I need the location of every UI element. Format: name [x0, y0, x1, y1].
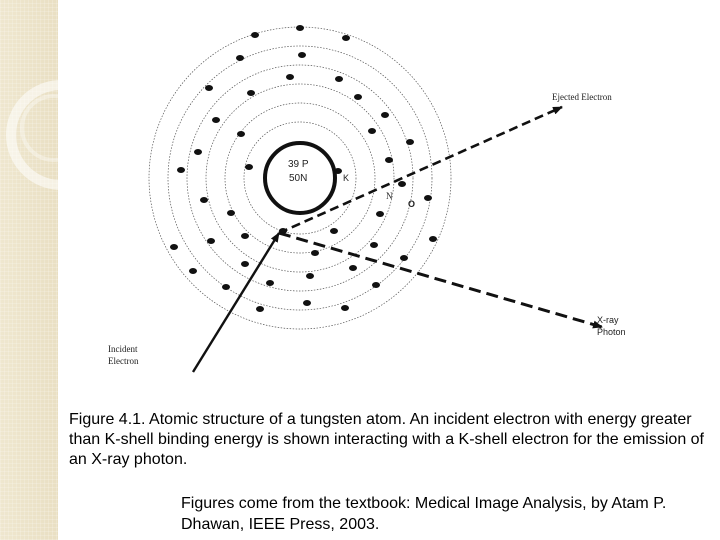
electron-shells: [148, 26, 452, 330]
electron: [286, 74, 294, 80]
shell-label-n: N: [386, 191, 393, 201]
electron: [237, 131, 245, 137]
electron: [256, 306, 264, 312]
electron: [222, 284, 230, 290]
nucleus-protons: 39 P: [288, 159, 309, 170]
xray-photon-arrow: [278, 231, 603, 329]
electron: [385, 157, 393, 163]
electron: [241, 233, 249, 239]
electron: [341, 305, 349, 311]
electron: [368, 128, 376, 134]
electron: [311, 250, 319, 256]
electron: [303, 300, 311, 306]
electron: [400, 255, 408, 261]
figure-caption: Figure 4.1. Atomic structure of a tungst…: [69, 411, 704, 468]
electron: [372, 282, 380, 288]
decorative-side-strip: [0, 0, 58, 540]
electron: [227, 210, 235, 216]
shell-label-k: K: [343, 173, 349, 183]
electron: [330, 228, 338, 234]
atom-diagram: 39 P 50N: [108, 25, 626, 373]
electron: [354, 94, 362, 100]
electron: [207, 238, 215, 244]
electron: [398, 181, 406, 187]
electron: [349, 265, 357, 271]
electron: [335, 76, 343, 82]
electron: [334, 168, 342, 174]
nucleus: [263, 141, 337, 215]
electron: [251, 32, 259, 38]
incident-electron-arrow: [191, 232, 281, 373]
electron: [189, 268, 197, 274]
electron: [424, 195, 432, 201]
shell-3: [205, 83, 395, 273]
incident-label-line1: Incident: [108, 344, 138, 354]
electron: [200, 197, 208, 203]
electron: [296, 25, 304, 31]
shell-5: [167, 45, 433, 311]
electron: [205, 85, 213, 91]
electron: [245, 164, 253, 170]
incident-label-line2: Electron: [108, 356, 139, 366]
electron: [370, 242, 378, 248]
electron: [212, 117, 220, 123]
shell-1: [243, 121, 357, 235]
electron: [429, 236, 437, 242]
electron: [170, 244, 178, 250]
electron: [298, 52, 306, 58]
nucleus-neutrons: 50N: [289, 173, 307, 184]
xray-label-line1: X-ray: [597, 315, 619, 325]
xray-label-line2: Photon: [597, 327, 626, 337]
ejected-electron-label: Ejected Electron: [552, 92, 612, 102]
ejected-electron-arrow: [278, 105, 563, 235]
source-citation: Figures come from the textbook: Medical …: [181, 495, 667, 533]
electron: [266, 280, 274, 286]
electron: [177, 167, 185, 173]
shell-2: [224, 102, 376, 254]
electron: [236, 55, 244, 61]
electron: [406, 139, 414, 145]
electron: [247, 90, 255, 96]
electron: [381, 112, 389, 118]
electron: [376, 211, 384, 217]
electron: [342, 35, 350, 41]
electrons: [170, 25, 437, 312]
electron: [241, 261, 249, 267]
shell-4: [186, 64, 414, 292]
electron: [306, 273, 314, 279]
shell-label-o: O: [408, 199, 415, 209]
electron: [194, 149, 202, 155]
